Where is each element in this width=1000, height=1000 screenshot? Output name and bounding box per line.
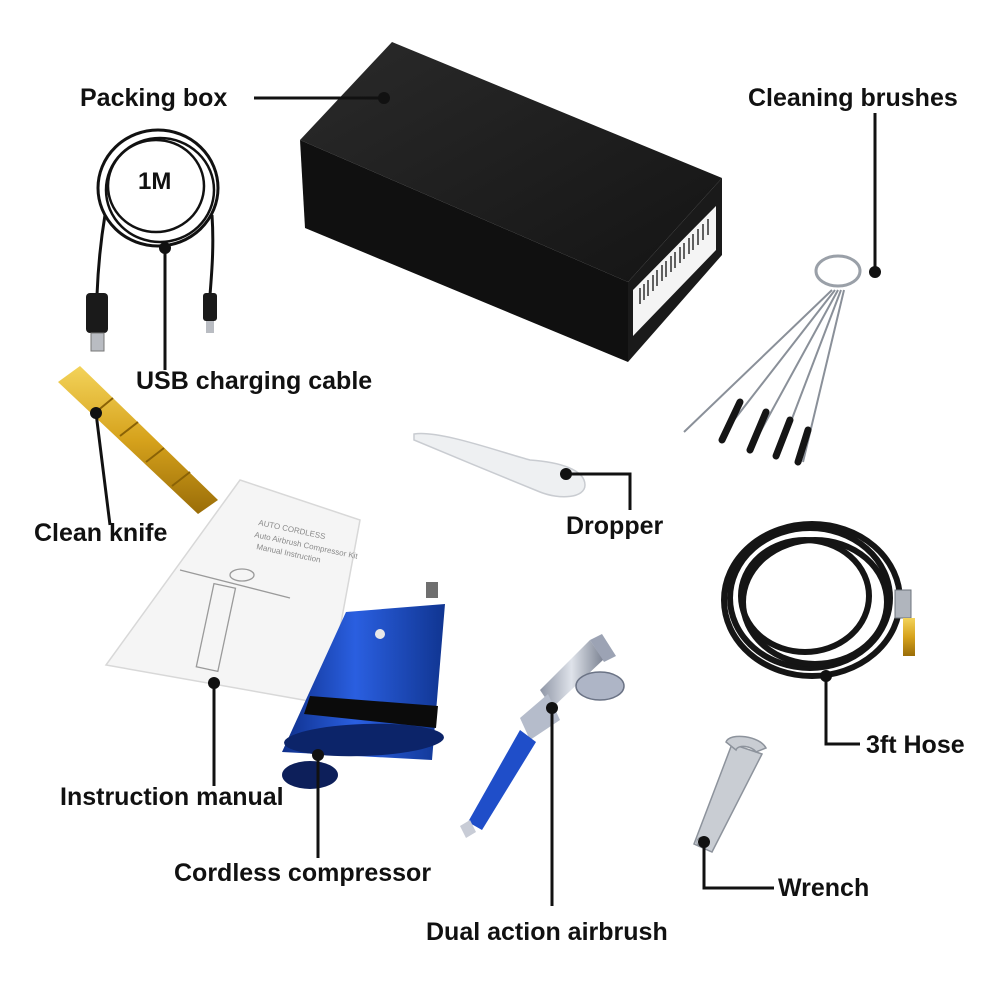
packing-box [300, 42, 722, 362]
cable-length-label: 1M [138, 168, 171, 195]
wrench [693, 735, 768, 853]
barcode-sticker [633, 206, 716, 336]
clean-knife [58, 366, 218, 514]
dropper [413, 432, 586, 498]
leader-lines [94, 96, 877, 906]
label-wrench: Wrench [778, 874, 870, 902]
dual-action-airbrush [460, 634, 625, 838]
label-cleaning-brushes: Cleaning brushes [748, 84, 958, 112]
usb-cable: 1M [86, 128, 220, 352]
label-clean-knife: Clean knife [34, 519, 168, 547]
label-usb-cable: USB charging cable [136, 367, 373, 395]
label-packing-box: Packing box [80, 84, 228, 112]
label-dual-action-airbrush: Dual action airbrush [426, 918, 668, 946]
hose-fitting [894, 589, 915, 656]
label-instruction-manual: Instruction manual [60, 783, 284, 811]
cordless-compressor [282, 582, 445, 789]
label-hose: 3ft Hose [866, 731, 965, 759]
leader-dots [90, 92, 881, 848]
label-dropper: Dropper [566, 512, 664, 540]
cleaning-brushes [683, 254, 862, 466]
label-cordless-compressor: Cordless compressor [174, 859, 432, 887]
instruction-manual: AUTO CORDLESS Auto Airbrush Compressor K… [104, 479, 361, 705]
hose [721, 521, 903, 679]
